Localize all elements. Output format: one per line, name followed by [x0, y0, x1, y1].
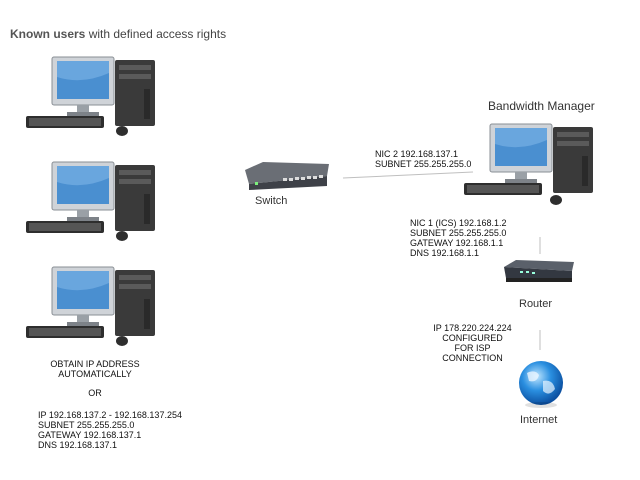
client-static-line: GATEWAY 192.168.137.1	[38, 430, 142, 440]
bm-nic2-line: NIC 2 192.168.137.1	[375, 149, 459, 159]
client-auto-line: OBTAIN IP ADDRESS	[50, 359, 140, 369]
switch-to-manager-line	[342, 171, 474, 179]
isp-line: FOR ISP	[454, 343, 491, 353]
client-static-line: SUBNET 255.255.255.0	[38, 420, 135, 430]
bm-nic1-line: DNS 192.168.1.1	[410, 248, 480, 258]
bm-nic2-note: NIC 2 192.168.137.1 SUBNET 255.255.255.0	[375, 149, 471, 169]
title-bold: Known users	[10, 27, 86, 41]
bm-nic2-line: SUBNET 255.255.255.0	[375, 159, 472, 169]
internet-globe-icon	[519, 361, 563, 408]
title-rest: with defined access rights	[85, 27, 227, 41]
bm-nic1-line: NIC 1 (ICS) 192.168.1.2	[410, 218, 507, 228]
internet-label: Internet	[520, 414, 558, 426]
bm-nic1-line: GATEWAY 192.168.1.1	[410, 238, 504, 248]
client-static-line: IP 192.168.137.2 - 192.168.137.254	[38, 410, 182, 420]
network-switch-icon	[245, 162, 329, 190]
switch-label: Switch	[255, 195, 288, 207]
client-static-note: IP 192.168.137.2 - 192.168.137.254 SUBNE…	[38, 410, 182, 450]
isp-line: IP 178.220.224.224	[433, 323, 512, 333]
client-static-line: DNS 192.168.137.1	[38, 440, 118, 450]
diagram-title: Known users with defined access rights	[10, 27, 226, 41]
isp-line: CONNECTION	[442, 353, 503, 363]
bandwidth-manager-label: Bandwidth Manager	[488, 99, 595, 113]
bandwidth-manager-computer	[464, 123, 593, 205]
client-computer-1	[26, 56, 155, 136]
bm-nic1-line: SUBNET 255.255.255.0	[410, 228, 507, 238]
client-auto-note: OBTAIN IP ADDRESS AUTOMATICALLY	[30, 359, 160, 379]
client-auto-line: AUTOMATICALLY	[58, 369, 132, 379]
router-label: Router	[519, 298, 553, 310]
bm-nic1-note: NIC 1 (ICS) 192.168.1.2 SUBNET 255.255.2…	[410, 218, 507, 258]
client-or-text: OR	[88, 388, 102, 398]
isp-note: IP 178.220.224.224 CONFIGURED FOR ISP CO…	[425, 323, 520, 363]
client-computer-3	[26, 266, 155, 346]
router-icon	[504, 260, 574, 282]
isp-line: CONFIGURED	[442, 333, 503, 343]
client-computer-2	[26, 161, 155, 241]
